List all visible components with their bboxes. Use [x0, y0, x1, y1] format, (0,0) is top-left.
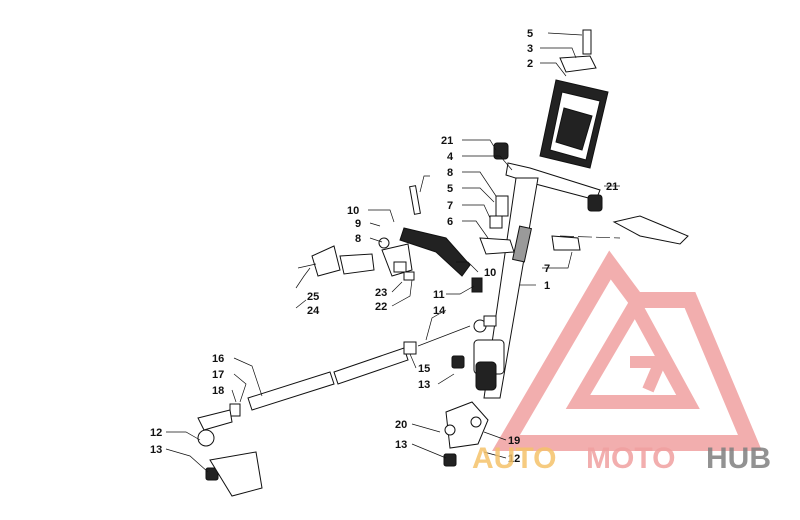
spindle-arm-left	[209, 451, 263, 497]
steering-post	[473, 177, 539, 399]
callout-10-right: 10	[484, 267, 496, 279]
watermark-hook	[630, 356, 670, 393]
callout-6: 6	[447, 216, 453, 228]
watermark-text-moto: MOTO	[586, 442, 675, 475]
tie-rod-end-left	[197, 403, 241, 481]
callout-8-upper: 8	[447, 167, 453, 179]
callout-labels: 5 3 2 21 4 8 5 7 6 21 10 9 8 10 7 1 25 2…	[150, 28, 618, 465]
watermark-text-hub: HUB	[706, 442, 771, 475]
callout-22: 22	[375, 301, 387, 313]
callout-24: 24	[307, 305, 320, 317]
callout-13-left: 13	[150, 444, 162, 456]
upper-mount-bracket	[399, 227, 581, 277]
watermark-logo	[492, 250, 763, 451]
callout-17: 17	[212, 369, 224, 381]
callout-21-left: 21	[441, 135, 453, 147]
watermark-inner-triangle	[565, 290, 700, 409]
tie-rod	[247, 319, 487, 411]
handlebar-clamp	[559, 29, 597, 73]
callout-19: 19	[508, 435, 520, 447]
callout-20: 20	[395, 419, 407, 431]
far-bracket	[559, 215, 689, 245]
callout-13-bottom: 13	[395, 439, 407, 451]
callout-8-left: 8	[355, 233, 361, 245]
callout-7-right: 7	[544, 263, 550, 275]
callout-14: 14	[433, 305, 446, 317]
callout-4: 4	[447, 151, 454, 163]
fasteners	[393, 195, 509, 369]
watermark-text-auto: AUTO	[472, 442, 556, 475]
callout-12-left: 12	[150, 427, 162, 439]
callout-15: 15	[418, 363, 430, 375]
callout-13-mid: 13	[418, 379, 430, 391]
callout-1: 1	[544, 280, 550, 292]
callout-9: 9	[355, 218, 361, 230]
callout-3: 3	[527, 43, 533, 55]
steering-stop	[297, 245, 375, 277]
callout-23: 23	[375, 287, 387, 299]
watermark-text: AUTO MOTO HUB	[472, 442, 771, 475]
handlebar-crossbar	[493, 142, 603, 212]
handlebar-pad	[539, 79, 609, 169]
callout-25: 25	[307, 291, 319, 303]
callout-21-right: 21	[606, 181, 618, 193]
leader-lines	[165, 32, 620, 473]
callout-11: 11	[433, 289, 445, 301]
callout-18: 18	[212, 385, 224, 397]
lower-steering-arm	[443, 401, 489, 467]
callout-16: 16	[212, 353, 224, 365]
callout-10-left: 10	[347, 205, 359, 217]
watermark-outer-triangle	[492, 250, 763, 451]
callout-5-mid: 5	[447, 183, 453, 195]
callout-12-bottom: 12	[508, 453, 520, 465]
callout-5-top: 5	[527, 28, 533, 40]
callout-2: 2	[527, 58, 533, 70]
callout-7-upper: 7	[447, 200, 453, 212]
